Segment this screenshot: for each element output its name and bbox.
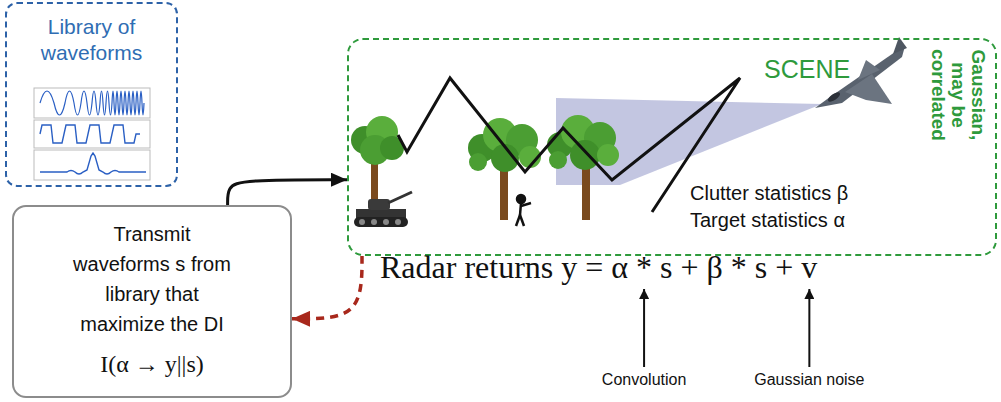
signal-equation: Radar returns y = α * s + β * s + v: [380, 248, 817, 286]
tank-figure: [395, 219, 401, 225]
radar-beam: [556, 98, 822, 185]
jet-figure: [858, 60, 880, 80]
rotated-note: Gaussian, may be correlated: [928, 43, 988, 147]
tank-figure: [388, 192, 412, 203]
terrain-line: [398, 78, 740, 212]
waveform-plots: [40, 153, 146, 174]
scene-region: SCENE Clutter statistics β Target statisti…: [347, 38, 997, 256]
tank-figure: [354, 217, 408, 227]
soldier-figure: [520, 215, 524, 226]
return-arrow: [292, 256, 362, 319]
tree-left: [351, 116, 404, 202]
formula-text: I(α → y||s): [22, 349, 282, 379]
waveform-plots: [40, 91, 144, 115]
statistics-text: Target statistics α: [690, 208, 845, 232]
tree-right: [570, 140, 600, 170]
leader-arrows: [808, 289, 810, 367]
box-title: Library of waveforms: [15, 14, 168, 66]
waveform-plots: [34, 88, 150, 180]
tree-right: [549, 151, 567, 169]
waveform-plots: [34, 88, 150, 118]
soldier-figure: [517, 195, 525, 203]
tree-right: [597, 144, 619, 166]
jet-figure: [845, 74, 892, 104]
transmit-box: Transmit waveforms s from library that m…: [12, 205, 292, 398]
tank-figure: [354, 192, 412, 227]
tank-figure: [383, 219, 389, 225]
waveform-plots: [34, 150, 150, 180]
tree-right: [547, 115, 619, 220]
waveform-plots: [40, 125, 140, 143]
tank-figure: [368, 199, 390, 210]
annotation-text: Gaussian noise: [754, 370, 864, 390]
box-text: Transmit waveforms s from library that m…: [64, 219, 240, 339]
tank-figure: [359, 219, 365, 225]
waveform-plots: [34, 120, 150, 148]
tank-figure: [371, 219, 377, 225]
annotation-text: Convolution: [602, 370, 687, 390]
terrain-line: [398, 78, 740, 212]
leader-arrows: [644, 289, 809, 367]
statistics-text: Clutter statistics β: [690, 181, 848, 205]
tree-middle: [469, 153, 487, 171]
jet-figure: [827, 91, 842, 104]
region-title: SCENE: [764, 54, 850, 84]
radar-beam: [556, 98, 822, 185]
soldier-figure: [521, 203, 531, 206]
soldier-figure: [516, 195, 531, 226]
tree-middle: [468, 118, 541, 220]
transmit-arrow: [228, 180, 347, 205]
waveform-library-box: Library of waveforms: [5, 2, 178, 187]
leader-arrows: [643, 289, 645, 367]
